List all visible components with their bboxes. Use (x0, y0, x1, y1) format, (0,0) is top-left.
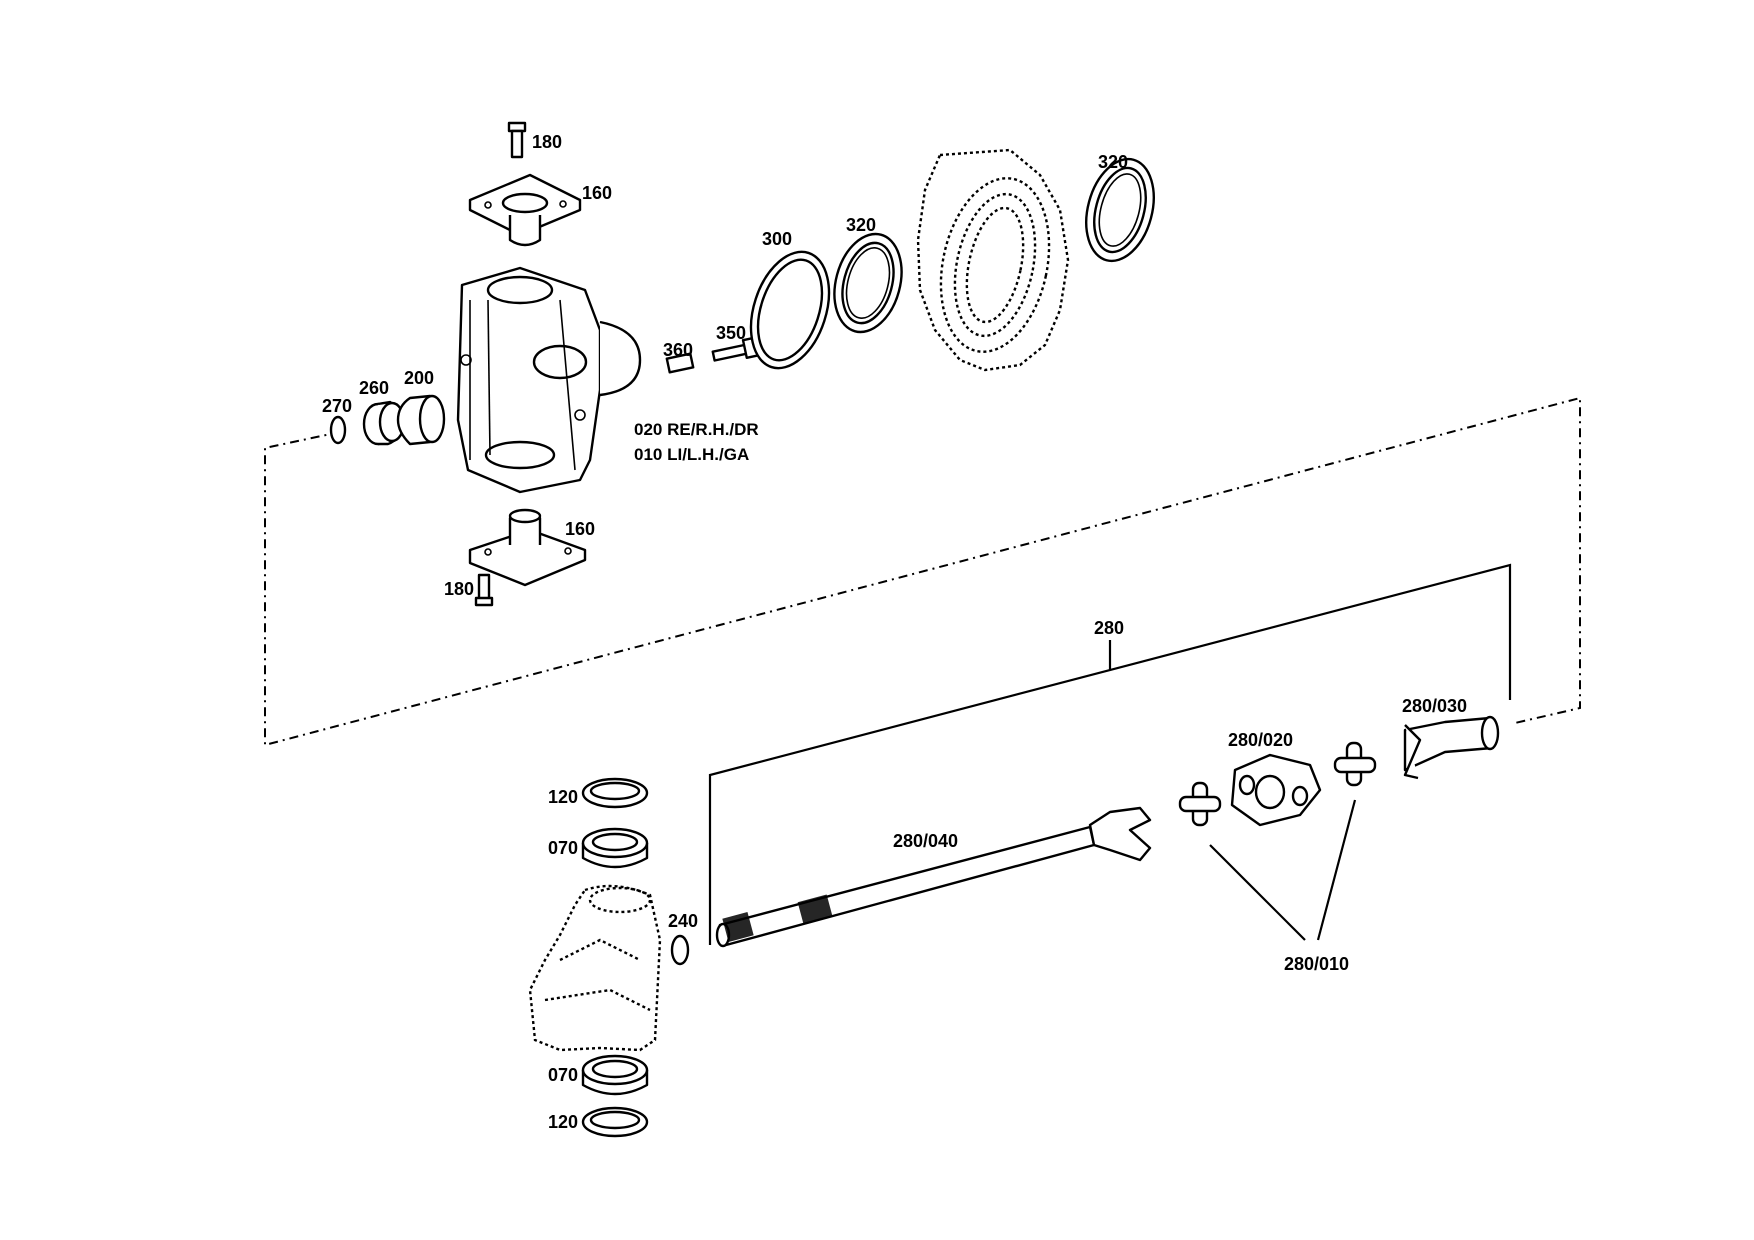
label-bearing-260: 260 (359, 378, 390, 398)
seal-320-b (1085, 157, 1155, 263)
label-bolt-180-bottom: 180 (444, 579, 475, 599)
label-cap-160-bottom: 160 (565, 519, 596, 539)
assembly-boundary (264, 396, 1581, 747)
pin-360 (665, 352, 695, 374)
ring-240 (670, 934, 690, 966)
yoke-280-030 (1403, 715, 1500, 780)
cross-280-010-right (1333, 741, 1377, 787)
shaft-280-040 (715, 806, 1152, 948)
label-ring-240: 240 (668, 911, 699, 931)
ring-270 (329, 415, 347, 445)
label-bushing-200: 200 (404, 368, 435, 388)
note-variant-rh: 020 RE/R.H./DR (634, 420, 759, 439)
planet-carrier (916, 148, 1070, 372)
label-assembly-280: 280 (1094, 618, 1125, 638)
bushing-200 (396, 394, 446, 446)
label-seal-120-top: 120 (548, 787, 579, 807)
bearing-070-bottom (581, 1054, 649, 1096)
bolt-350 (711, 336, 760, 362)
axle-housing (528, 884, 662, 1052)
knuckle-housing (456, 266, 642, 494)
label-seal-300: 300 (762, 229, 793, 249)
label-shaft-280-040: 280/040 (893, 831, 959, 851)
label-ring-270: 270 (322, 396, 353, 416)
leader-280-010-a (1209, 844, 1306, 941)
label-bolt-350: 350 (716, 323, 747, 343)
seal-120-top (581, 777, 649, 809)
label-cap-160-top: 160 (582, 183, 613, 203)
seal-120-bottom (581, 1106, 649, 1138)
bearing-260 (362, 400, 406, 446)
note-variant-lh: 010 LI/L.H./GA (634, 445, 750, 464)
label-bearing-070-top: 070 (548, 838, 579, 858)
label-seal-320-a: 320 (846, 215, 877, 235)
bolt-180-bottom (474, 573, 494, 607)
seal-300 (749, 250, 831, 370)
bolt-180-top (507, 121, 527, 159)
coupling-280-020 (1230, 753, 1322, 827)
label-pin-360: 360 (663, 340, 694, 360)
label-seal-320-b: 320 (1098, 152, 1129, 172)
label-bearing-070-bottom: 070 (548, 1065, 579, 1085)
cap-160-bottom (468, 508, 587, 587)
label-cross-280-010: 280/010 (1284, 954, 1350, 974)
label-yoke-280-030: 280/030 (1402, 696, 1468, 716)
seal-320-a (833, 232, 903, 334)
bearing-070-top (581, 827, 649, 869)
label-bolt-180-top: 180 (532, 132, 563, 152)
label-coupling-280-020: 280/020 (1228, 730, 1294, 750)
leader-280-010-b (1316, 799, 1357, 941)
label-seal-120-bottom: 120 (548, 1112, 579, 1132)
cap-160-top (468, 173, 582, 247)
cross-280-010-left (1178, 781, 1222, 827)
